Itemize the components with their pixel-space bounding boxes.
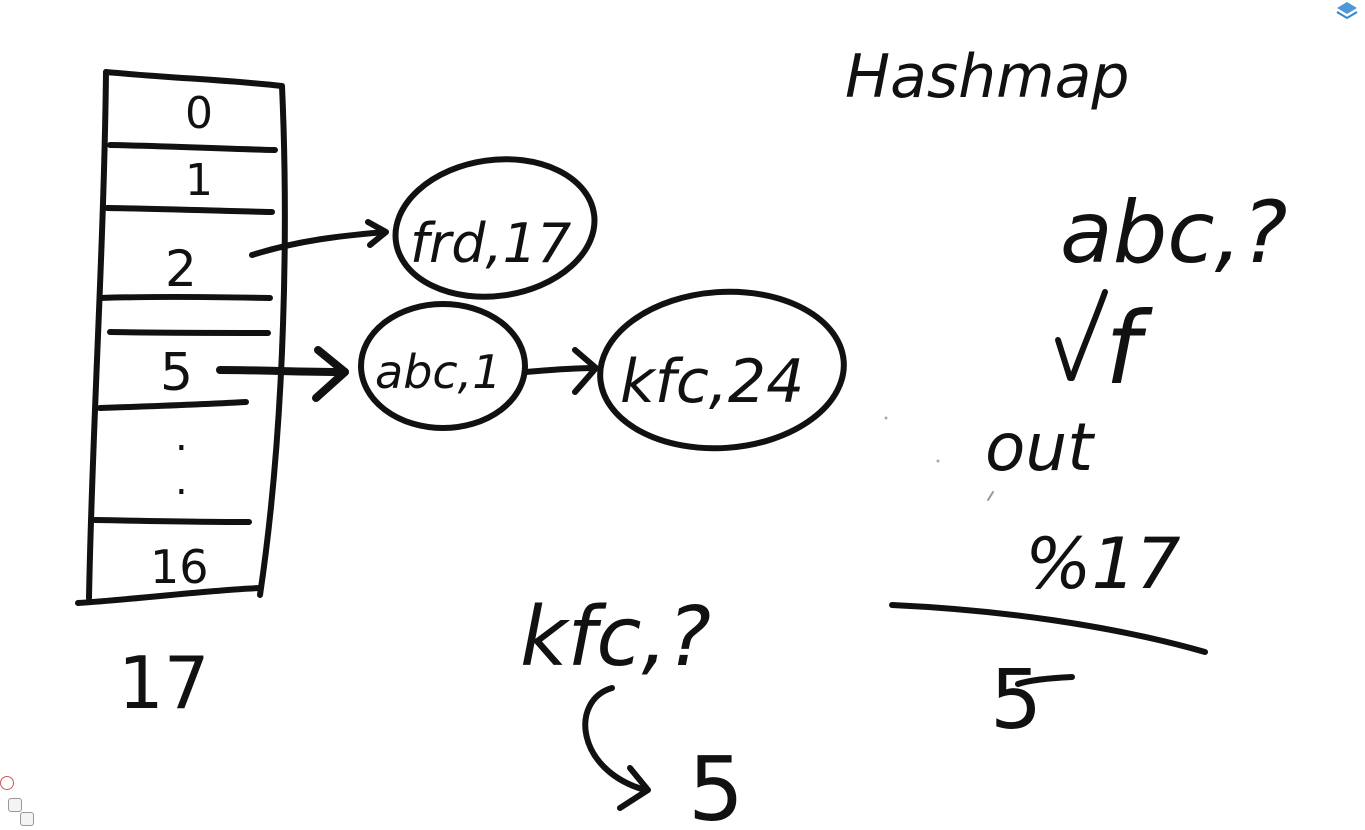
node-frd (392, 156, 598, 300)
arrow-abc-to-kfc (523, 365, 598, 375)
query-abc-mod: %17 (1025, 523, 1181, 605)
node-abc-label: abc,1 (375, 345, 502, 399)
node-abc (358, 301, 528, 431)
divider-line (889, 602, 1208, 655)
slot-label-16: 16 (150, 540, 209, 594)
node-frd-label: frd,17 (410, 212, 571, 275)
query-kfc-result: 5 (688, 738, 744, 830)
node-kfc-label: kfc,24 (620, 347, 804, 417)
slot-label-0: 0 (185, 88, 213, 139)
arrow-slot2-to-frd (249, 229, 388, 258)
query-abc-key: abc,? (1060, 183, 1288, 283)
arrowhead-abc-down (1055, 337, 1073, 381)
node-kfc (597, 288, 847, 452)
toolbar (0, 768, 42, 830)
color-picker-icon[interactable] (0, 776, 14, 790)
hash-table: 0 1 2 5 . . 16 (75, 69, 288, 606)
query-kfc-key: kfc,? (520, 590, 711, 685)
query-abc-result: 5 (990, 653, 1042, 748)
slot-label-1: 1 (185, 155, 213, 206)
slot-label-dot-1: . (175, 414, 188, 460)
dropbox-icon[interactable] (1333, 0, 1361, 22)
table-size-label: 17 (118, 641, 210, 725)
arrow-back (1015, 674, 1075, 687)
arrowhead-slot2 (365, 219, 389, 248)
arrow-slot5-to-abc (216, 366, 349, 376)
query-abc-output: out (985, 409, 1095, 486)
arrowhead-abc (572, 347, 599, 395)
query-abc-function: f (1105, 290, 1153, 407)
stray-dot (936, 459, 940, 463)
diagram-title: Hashmap (845, 42, 1129, 112)
slot-label-2: 2 (165, 240, 197, 298)
slot-label-dot-2: . (175, 458, 188, 504)
cursor-icon[interactable] (8, 798, 22, 812)
arrow-kfc-to-5 (582, 685, 648, 793)
arrow-abc-down (1069, 289, 1108, 381)
stray-dot (884, 416, 888, 420)
stray-mark (987, 491, 994, 501)
arrowhead-slot5 (312, 346, 349, 402)
trash-icon[interactable] (20, 812, 34, 826)
slot-label-5: 5 (160, 343, 193, 403)
arrowhead-kfc (617, 765, 651, 811)
